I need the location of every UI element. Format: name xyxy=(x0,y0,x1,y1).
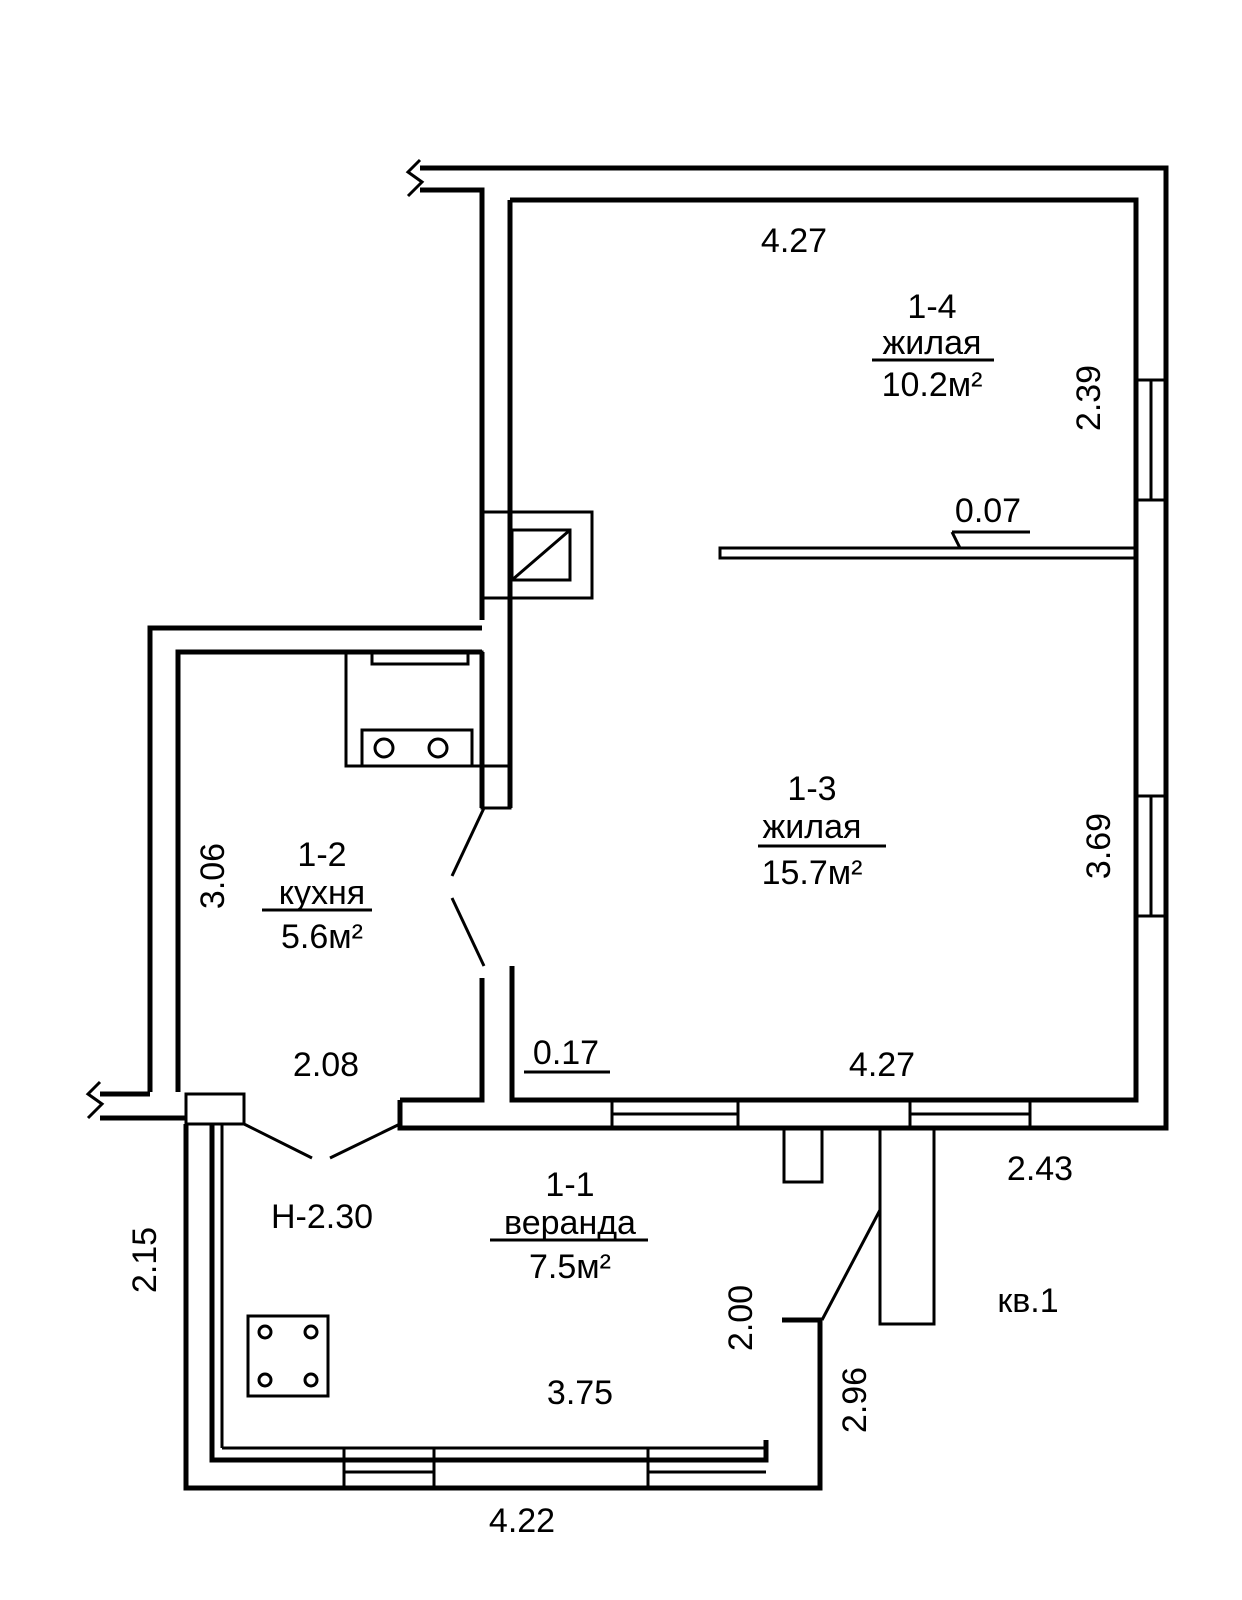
room-id-1-3: 1-3 xyxy=(787,770,836,808)
dim-partition: 0.07 xyxy=(955,492,1021,530)
room-id-1-1: 1-1 xyxy=(545,1166,594,1204)
room-label-1-1: 1-1 веранда 7.5м² xyxy=(490,1166,648,1286)
chimney-block xyxy=(480,510,594,600)
kitchen-walls xyxy=(85,625,485,1121)
dim-room14-height: 2.39 xyxy=(1070,365,1108,431)
room-area-1-3: 15.7м² xyxy=(762,854,863,892)
room-area-1-4: 10.2м² xyxy=(882,366,983,404)
room-area-1-1: 7.5м² xyxy=(529,1248,611,1286)
dim-veranda-outer-width: 4.22 xyxy=(489,1502,555,1540)
main-block-walls xyxy=(405,158,1169,1131)
door-veranda-kitchen xyxy=(243,1122,401,1160)
dim-room13-width: 4.27 xyxy=(849,1046,915,1084)
room-type-1-3: жилая xyxy=(763,808,862,846)
dim-kitchen-width: 2.08 xyxy=(293,1046,359,1084)
ceiling-height: H-2.30 xyxy=(271,1198,373,1236)
partition-wall xyxy=(718,546,1138,560)
kitchen-stove xyxy=(344,650,484,768)
dim-right-offset: 2.43 xyxy=(1007,1150,1073,1188)
dim-veranda-right: 2.96 xyxy=(836,1367,874,1433)
dim-kitchen-height: 3.06 xyxy=(194,843,232,909)
veranda-porch xyxy=(782,1126,936,1326)
dimension-labels: 4.27 2.39 0.07 3.69 3.06 2.08 0.17 4.27 … xyxy=(126,222,1118,1540)
apartment-label: кв.1 xyxy=(997,1282,1058,1320)
dim-room13-height: 3.69 xyxy=(1080,813,1118,879)
room-type-1-1: веранда xyxy=(504,1204,636,1242)
room-type-1-4: жилая xyxy=(883,324,982,362)
room-area-1-2: 5.6м² xyxy=(281,918,363,956)
room-label-1-4: 1-4 жилая 10.2м² xyxy=(872,288,994,404)
room-id-1-4: 1-4 xyxy=(907,288,956,326)
door-kitchen-room13 xyxy=(450,807,486,967)
room-type-1-2: кухня xyxy=(279,874,365,912)
room-label-1-3: 1-3 жилая 15.7м² xyxy=(758,770,886,892)
kitchen-wall-stub xyxy=(480,764,512,810)
dim-top-width: 4.27 xyxy=(761,222,827,260)
room-id-1-2: 1-2 xyxy=(297,836,346,874)
room-label-1-2: 1-2 кухня 5.6м² xyxy=(262,836,372,956)
dim-veranda-inner-width: 3.75 xyxy=(547,1374,613,1412)
veranda-walls xyxy=(183,1092,1032,1491)
veranda-stove xyxy=(246,1314,330,1398)
dim-veranda-depth: 2.00 xyxy=(722,1285,760,1351)
dim-wall-thickness: 0.17 xyxy=(533,1034,599,1072)
dim-veranda-height: 2.15 xyxy=(126,1227,164,1293)
